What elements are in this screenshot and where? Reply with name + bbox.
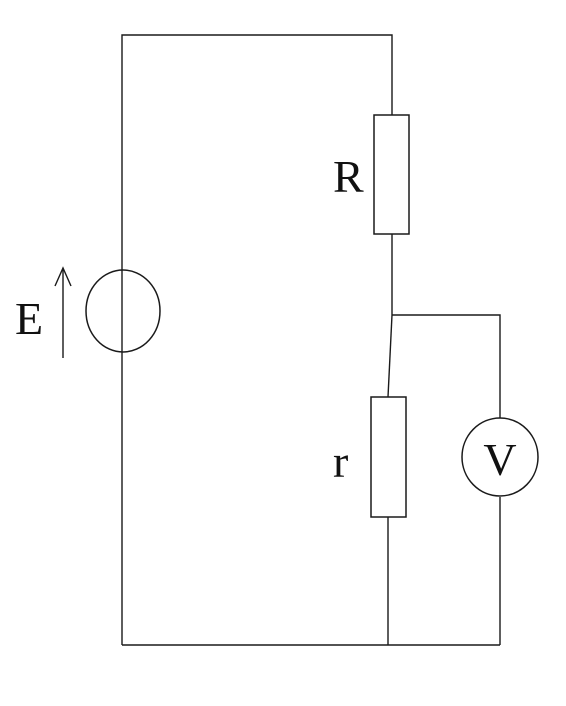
resistor-upper-label: R <box>333 151 364 202</box>
wire-top-loop <box>121 34 393 270</box>
source-arrow-head-icon <box>54 266 72 287</box>
resistor-upper-body <box>373 114 410 235</box>
voltmeter: V <box>461 417 539 497</box>
voltmeter-label: V <box>483 434 516 485</box>
wire-junction-to-r <box>387 314 393 398</box>
resistor-lower: r <box>333 396 407 518</box>
voltmeter-circle <box>461 417 539 497</box>
wires <box>121 34 501 646</box>
wire-voltmeter-top <box>392 314 501 418</box>
voltage-source: E <box>15 266 161 358</box>
source-label: E <box>15 293 43 344</box>
source-circle <box>85 269 161 353</box>
resistor-upper: R <box>333 114 410 235</box>
resistor-lower-label: r <box>333 436 348 487</box>
resistor-lower-body <box>370 396 407 518</box>
